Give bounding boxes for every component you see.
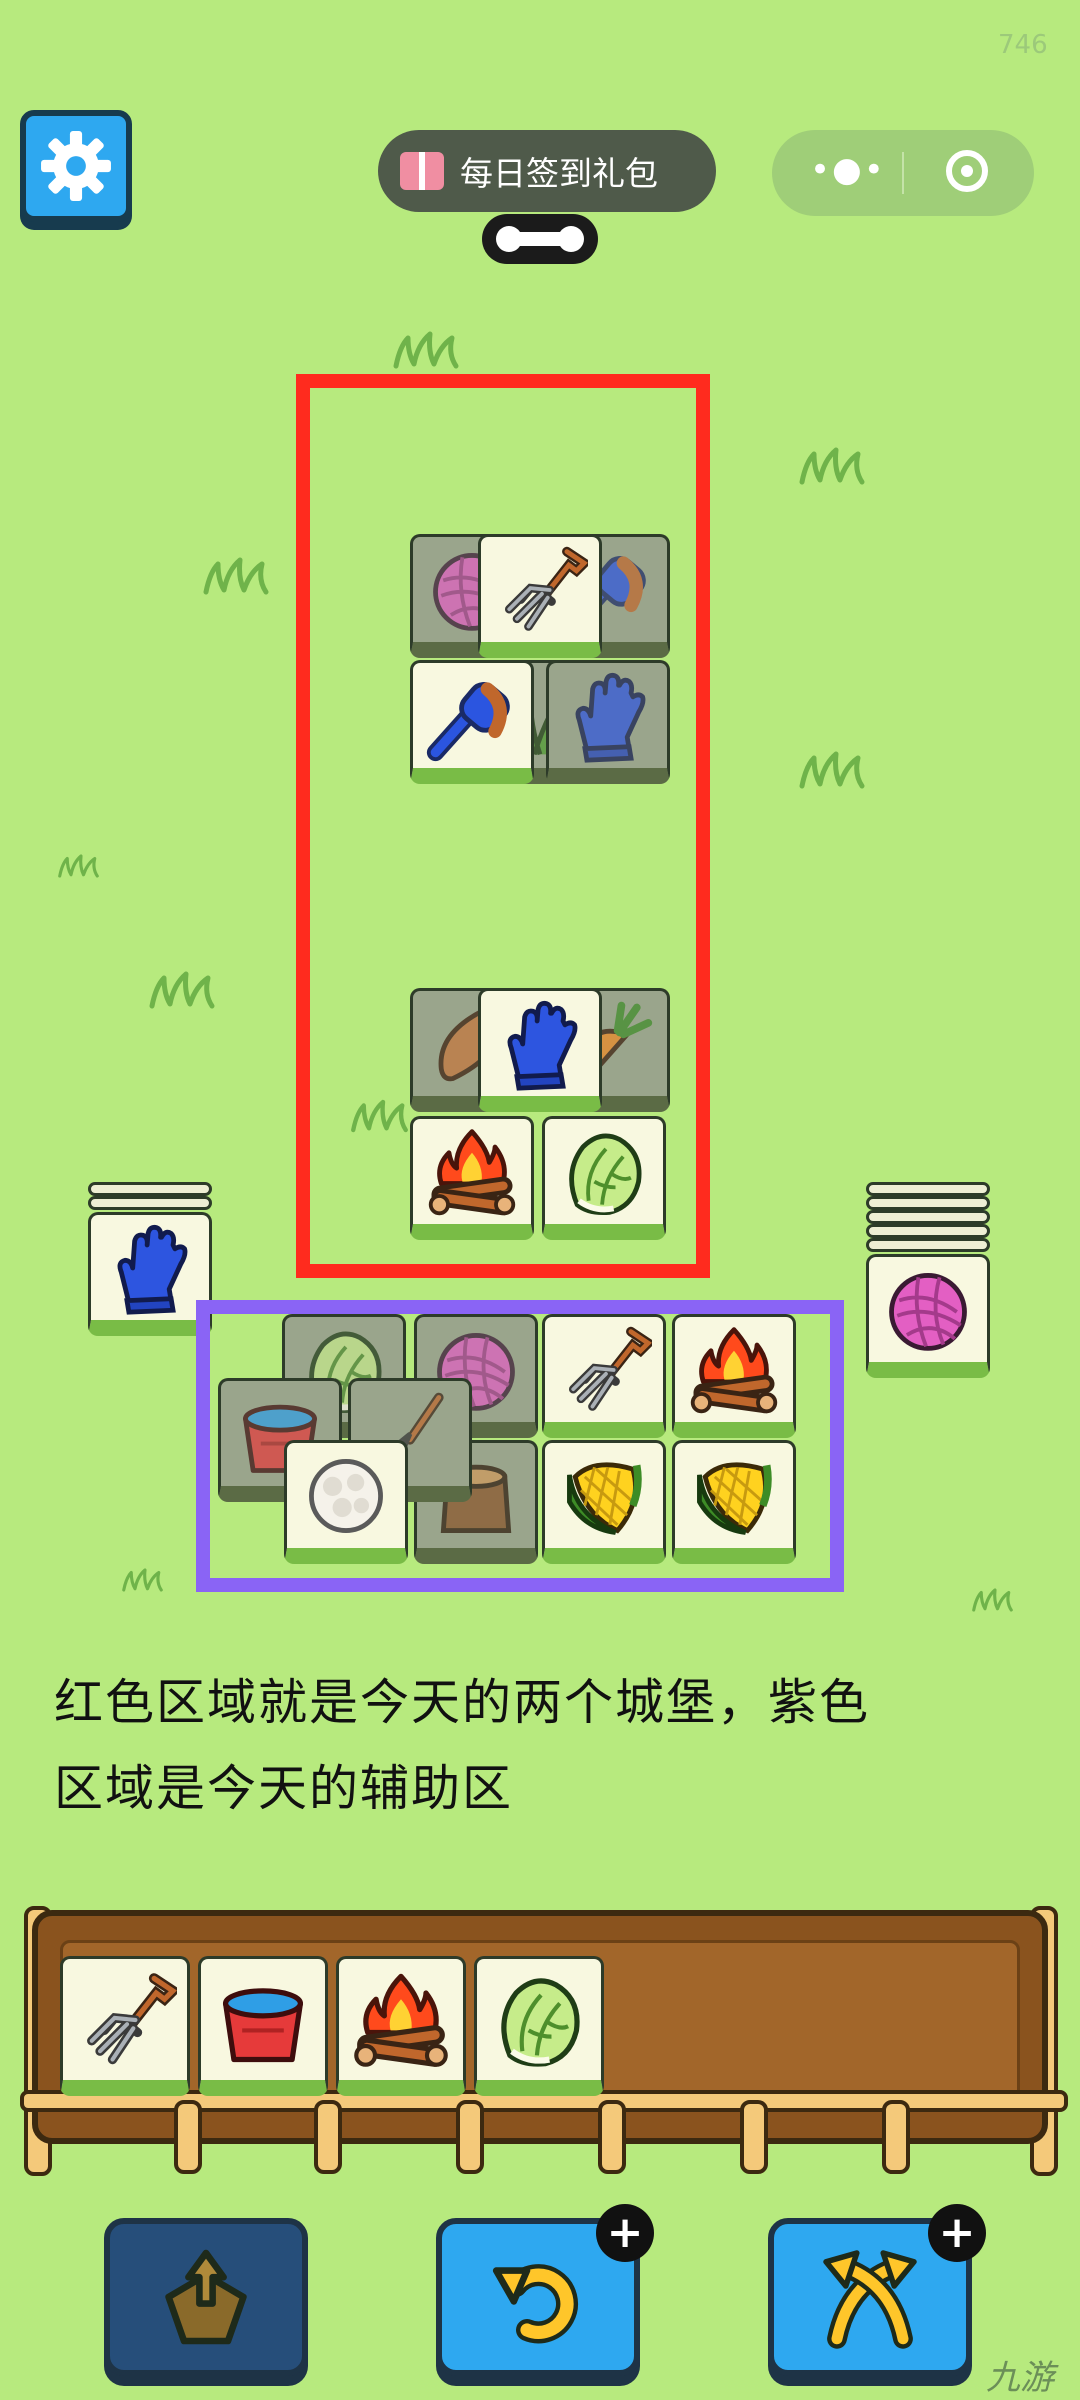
tile-campfire[interactable] — [410, 1116, 534, 1240]
tile-pitchfork[interactable] — [478, 534, 602, 658]
tray-slot-bucket — [198, 1956, 328, 2096]
guide-caption: 红色区域就是今天的两个城堡，紫色 区域是今天的辅助区 — [54, 1660, 994, 1832]
tile-cotton[interactable] — [284, 1440, 408, 1564]
grass-decor-icon — [970, 1580, 1020, 1620]
tile-campfire[interactable] — [672, 1314, 796, 1438]
fence-post — [314, 2100, 342, 2174]
gift-icon — [400, 152, 444, 190]
stack-layer — [866, 1224, 990, 1238]
helper-area-highlight — [196, 1300, 844, 1592]
fence-post — [740, 2100, 768, 2174]
tray-slot-cabbage — [474, 1956, 604, 2096]
daily-checkin-button[interactable]: 每日签到礼包 — [378, 130, 716, 212]
tray-slot-campfire — [336, 1956, 466, 2096]
shuffle-button[interactable]: + — [768, 2204, 986, 2376]
grass-decor-icon — [796, 446, 876, 486]
grass-decor-icon — [120, 1560, 170, 1600]
grass-decor-icon — [146, 970, 226, 1010]
stack-layer — [866, 1182, 990, 1196]
castle-area-highlight — [296, 374, 710, 1278]
grass-decor-icon — [200, 556, 280, 596]
right-stack-top-tile[interactable] — [866, 1254, 990, 1378]
yarn-icon — [880, 1262, 976, 1358]
tray-slot-pitchfork — [60, 1956, 190, 2096]
add-shuffle-plus-icon[interactable]: + — [928, 2204, 986, 2262]
stack-layer — [866, 1238, 990, 1252]
close-circle-icon[interactable] — [946, 150, 988, 192]
move-out-icon — [165, 2249, 247, 2345]
fence-post — [174, 2100, 202, 2174]
fence-post — [882, 2100, 910, 2174]
tile-corn[interactable] — [542, 1440, 666, 1564]
add-undo-plus-icon[interactable]: + — [596, 2204, 654, 2262]
fps-counter: 746 — [998, 30, 1048, 60]
pitchfork-icon — [73, 1968, 177, 2072]
watermark-logo: 九游 — [986, 2358, 1054, 2398]
tile-brush[interactable] — [410, 660, 534, 784]
daily-checkin-label: 每日签到礼包 — [460, 154, 658, 193]
bucket-icon — [211, 1968, 315, 2072]
tile-cabbage[interactable] — [542, 1116, 666, 1240]
caption-line-2: 区域是今天的辅助区 — [54, 1760, 514, 1817]
stack-layer — [88, 1196, 212, 1210]
shuffle-icon — [823, 2250, 917, 2349]
fence-post — [598, 2100, 626, 2174]
stack-layer — [866, 1196, 990, 1210]
glove-icon — [102, 1220, 198, 1316]
fence-post — [456, 2100, 484, 2174]
gear-icon — [41, 131, 111, 201]
caption-line-1: 红色区域就是今天的两个城堡，紫色 — [54, 1674, 871, 1731]
tile-pitchfork[interactable] — [542, 1314, 666, 1438]
capsule-divider — [902, 152, 904, 194]
left-stack-top-tile[interactable] — [88, 1212, 212, 1336]
undo-button[interactable]: + — [436, 2204, 654, 2376]
undo-icon — [492, 2264, 578, 2344]
tile-corn[interactable] — [672, 1440, 796, 1564]
campfire-icon — [349, 1968, 453, 2072]
miniprogram-capsule: •●• — [772, 130, 1034, 216]
stack-layer — [88, 1182, 212, 1196]
move-out-button[interactable] — [104, 2218, 308, 2376]
settings-button[interactable] — [20, 110, 132, 222]
stack-layer — [866, 1210, 990, 1224]
grass-decor-icon — [56, 846, 106, 886]
tile-glove[interactable] — [478, 988, 602, 1112]
bone-handle-icon — [482, 214, 598, 264]
more-dots-icon[interactable]: •●• — [810, 150, 886, 190]
cabbage-icon — [487, 1968, 591, 2072]
tile-glove-dim — [546, 660, 670, 784]
grass-decor-icon — [390, 330, 470, 370]
grass-decor-icon — [796, 750, 876, 790]
